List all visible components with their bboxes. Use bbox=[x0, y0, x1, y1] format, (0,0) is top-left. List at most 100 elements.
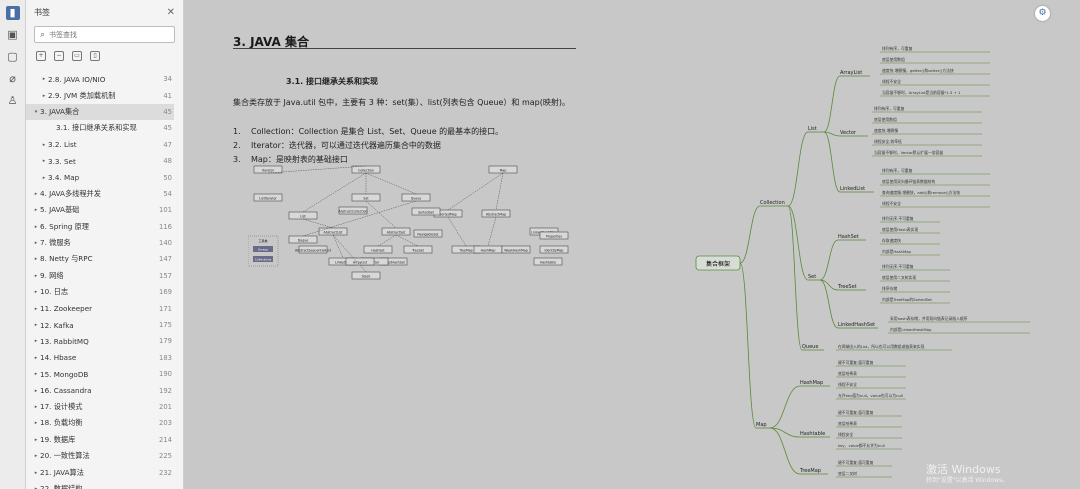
uml-node-box bbox=[403, 245, 433, 254]
chevron-right-icon[interactable]: ▸ bbox=[34, 322, 38, 329]
bookmark-label: 14. Hbase bbox=[40, 353, 77, 363]
stamp-icon[interactable]: ♙ bbox=[7, 94, 18, 107]
bookmark-label: 15. MongoDB bbox=[40, 369, 89, 379]
bookmark-label: 18. 负载均衡 bbox=[40, 418, 83, 428]
mindmap-leaf: key、value都不允许为null bbox=[838, 443, 885, 448]
chevron-right-icon[interactable]: ▸ bbox=[34, 240, 38, 247]
uml-node-label: AbstractMap bbox=[486, 213, 506, 217]
chevron-right-icon[interactable]: ▸ bbox=[34, 485, 38, 489]
bookmark-label: 22. 数据结构 bbox=[40, 483, 83, 489]
bookmark-panel: 书签 ✕ ⌕ + − ▭ ▯ ▸2.8. JAVA IO/NIO34▸2.9. … bbox=[26, 0, 208, 489]
uml-node-label: Vector bbox=[369, 261, 380, 265]
chevron-right-icon[interactable]: ▸ bbox=[34, 272, 38, 279]
bookmark-search[interactable]: ⌕ bbox=[34, 26, 175, 43]
chevron-right-icon[interactable]: ▸ bbox=[34, 256, 38, 263]
bookmark-page: 45 bbox=[163, 124, 172, 133]
bookmark-flag-icon[interactable]: ▯ bbox=[90, 51, 100, 61]
uml-edge bbox=[447, 216, 467, 247]
uml-node-label: ArrayList bbox=[353, 261, 368, 265]
bookmark-label: 4. JAVA多线程并发 bbox=[40, 188, 101, 198]
uml-node-label: ListIterator bbox=[259, 197, 277, 201]
uml-node-label: HashMap bbox=[481, 249, 496, 253]
chevron-right-icon[interactable]: ▸ bbox=[34, 338, 38, 345]
uml-edge bbox=[365, 172, 417, 195]
chevron-right-icon[interactable]: ▸ bbox=[34, 289, 38, 296]
mindmap-leaf: 线程不安全 bbox=[882, 201, 901, 206]
chevron-right-icon[interactable]: ▸ bbox=[34, 420, 38, 427]
uml-legend-item: Arrays bbox=[258, 248, 268, 252]
chevron-right-icon[interactable]: ▸ bbox=[34, 371, 38, 378]
chevron-right-icon[interactable]: ▸ bbox=[42, 158, 46, 165]
list-item: 1.Collection：Collection 是集合 List、Set、Que… bbox=[233, 127, 504, 136]
activation-watermark: 激活 Windows bbox=[926, 463, 1001, 476]
chevron-right-icon[interactable]: ▸ bbox=[34, 207, 38, 214]
chevron-right-icon[interactable]: ▸ bbox=[34, 387, 38, 394]
mindmap-leaf: 内部是TreeMap的SortedSet bbox=[882, 297, 932, 302]
attachment-icon[interactable]: ⌀ bbox=[9, 72, 16, 85]
bookmark-item[interactable]: ▸22. 数据结构 bbox=[26, 481, 174, 489]
uml-edge bbox=[302, 218, 334, 229]
search-input[interactable] bbox=[49, 30, 160, 39]
mindmap-node: HashSet bbox=[838, 234, 859, 240]
bookmark-label: 12. Kafka bbox=[40, 320, 74, 330]
activation-watermark-sub: 转到"设置"以激活 Windows。 bbox=[926, 477, 1009, 484]
uml-edge bbox=[332, 234, 367, 273]
chevron-right-icon[interactable]: ▸ bbox=[34, 404, 38, 410]
chevron-right-icon[interactable]: ▸ bbox=[42, 92, 46, 99]
chevron-right-icon[interactable]: ▸ bbox=[34, 223, 38, 230]
uml-node-box bbox=[539, 231, 569, 240]
chevron-right-icon[interactable]: ▸ bbox=[42, 76, 46, 83]
comment-icon[interactable]: ▢ bbox=[7, 50, 18, 63]
bookmark-item[interactable]: ▸14. Hbase 183 bbox=[26, 350, 174, 366]
chevron-right-icon[interactable]: ▸ bbox=[42, 174, 46, 181]
add-bookmark-icon[interactable]: ▭ bbox=[72, 51, 82, 61]
thumbnail-icon[interactable]: ▣ bbox=[7, 28, 18, 41]
mindmap-leaf: 排列有序，可重复 bbox=[882, 168, 913, 173]
bookmark-label: 6. Spring 原理 bbox=[40, 221, 89, 231]
close-icon[interactable]: ✕ bbox=[166, 6, 175, 18]
bookmark-icon[interactable]: ▮ bbox=[5, 6, 20, 20]
chevron-down-icon[interactable]: ▾ bbox=[34, 108, 38, 115]
mindmap-leaf: 底层哈希表 bbox=[838, 421, 857, 426]
chevron-right-icon[interactable]: ▸ bbox=[42, 141, 46, 148]
uml-edge bbox=[495, 172, 504, 211]
chevron-right-icon[interactable]: ▸ bbox=[34, 469, 38, 476]
chevron-right-icon[interactable]: ▸ bbox=[34, 190, 38, 197]
chevron-right-icon[interactable]: ▸ bbox=[34, 354, 38, 361]
collapse-all-icon[interactable]: − bbox=[54, 51, 64, 61]
bookmark-page: 116 bbox=[159, 222, 172, 231]
chevron-right-icon[interactable]: ▸ bbox=[34, 305, 38, 312]
settings-icon[interactable]: ⚙ bbox=[1035, 6, 1050, 21]
bookmark-page: 48 bbox=[163, 157, 172, 166]
bookmark-page: 183 bbox=[159, 353, 172, 362]
chevron-right-icon[interactable]: ▸ bbox=[34, 436, 38, 443]
mindmap-branch bbox=[787, 205, 803, 351]
chevron-right-icon[interactable]: ▸ bbox=[34, 453, 38, 460]
heading-underline bbox=[233, 48, 576, 49]
bookmark-item[interactable]: ▸6. Spring 原理 116 bbox=[26, 219, 174, 235]
expand-all-icon[interactable]: + bbox=[36, 51, 46, 61]
